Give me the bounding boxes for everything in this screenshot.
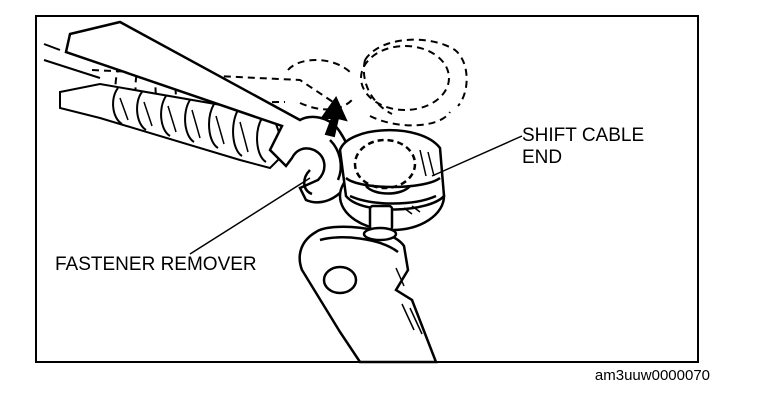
leader-line-shift-cable-end (431, 135, 523, 177)
figure-reference-code: am3uuw0000070 (594, 367, 710, 384)
shift-lever-arm (298, 225, 438, 364)
boot-shading (119, 97, 249, 153)
cable-boot (43, 43, 288, 170)
cable-end-shading (403, 149, 435, 215)
leader-line-fastener-remover (189, 177, 311, 255)
shift-cable-end-part (338, 129, 446, 232)
label-shift-cable-end-line2: END (522, 147, 563, 168)
lever-shading (395, 267, 423, 335)
label-fastener-remover: FASTENER REMOVER (55, 254, 257, 275)
label-shift-cable-end: SHIFT CABLE END (522, 125, 644, 169)
label-shift-cable-end-line1: SHIFT CABLE (522, 125, 645, 146)
direction-arrow (320, 95, 348, 138)
